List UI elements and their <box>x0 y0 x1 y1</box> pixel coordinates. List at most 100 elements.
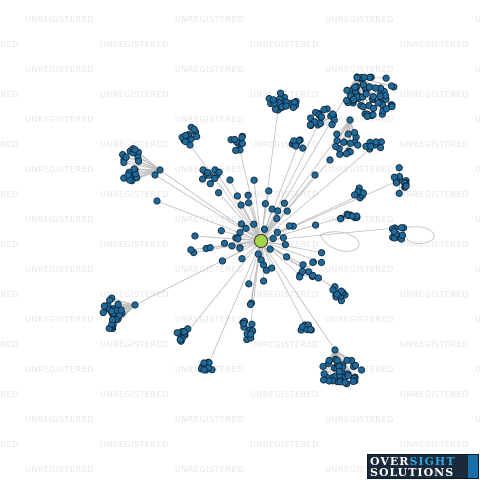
node <box>131 146 139 154</box>
node <box>204 168 212 177</box>
node <box>319 362 327 371</box>
node <box>100 302 108 310</box>
watermark-text: UNREGISTERED <box>400 240 469 249</box>
node <box>283 253 291 261</box>
node <box>236 244 244 252</box>
node <box>306 325 315 334</box>
edge <box>260 240 322 254</box>
node <box>344 372 352 380</box>
watermark-text: UNREGISTERED <box>175 215 244 224</box>
node <box>122 153 130 161</box>
node <box>232 146 240 155</box>
watermark-text: UNREGISTERED <box>100 390 169 399</box>
node <box>260 225 269 233</box>
node <box>320 106 328 114</box>
node <box>244 191 252 199</box>
node <box>254 250 262 258</box>
node <box>215 168 223 176</box>
node <box>276 89 285 97</box>
node <box>237 220 246 228</box>
node <box>320 370 328 378</box>
logo-over: OVER <box>370 455 410 468</box>
edge <box>218 192 262 242</box>
node <box>134 157 143 165</box>
node <box>351 361 360 369</box>
node <box>335 367 344 375</box>
watermark-text: UNREGISTERED <box>25 465 94 474</box>
node <box>200 359 208 367</box>
watermark-text: UNREGISTERED <box>175 315 244 324</box>
node <box>317 113 326 121</box>
node <box>326 156 334 164</box>
watermark-text: UNREGISTERED <box>25 315 94 324</box>
node <box>198 175 207 183</box>
watermark-text: UNREGISTERED <box>475 315 480 324</box>
node <box>397 224 406 232</box>
node <box>218 257 227 265</box>
watermark-text: UNREGISTERED <box>25 165 94 174</box>
node <box>187 246 195 254</box>
watermark-text: UNREGISTERED <box>100 90 169 99</box>
edges <box>103 76 435 384</box>
watermark-text: UNREGISTERED <box>25 115 94 124</box>
watermark-text: UNREGISTERED <box>0 190 19 199</box>
node <box>206 180 214 188</box>
watermark-text: UNREGISTERED <box>250 440 319 449</box>
node <box>298 267 306 276</box>
node <box>131 301 139 309</box>
node <box>317 249 326 257</box>
watermark-text: UNREGISTERED <box>0 290 19 299</box>
edge <box>111 297 136 306</box>
edge <box>134 168 161 171</box>
node <box>193 132 201 141</box>
watermark-text: UNREGISTERED <box>325 15 394 24</box>
watermark-text: UNREGISTERED <box>400 140 469 149</box>
edge <box>260 240 304 266</box>
watermark-text: UNREGISTERED <box>100 290 169 299</box>
node <box>226 176 234 184</box>
watermark-text: UNREGISTERED <box>100 440 169 449</box>
edge <box>156 200 262 242</box>
node <box>269 96 278 104</box>
edge <box>123 162 161 171</box>
node <box>244 199 253 207</box>
node <box>359 189 367 197</box>
edge <box>136 169 161 178</box>
nodes <box>99 73 410 388</box>
edge <box>260 179 401 242</box>
node <box>343 86 351 94</box>
edge <box>260 240 306 326</box>
node <box>246 300 255 309</box>
logo-solutions: SOLUTIONS <box>370 466 455 479</box>
node <box>329 110 337 118</box>
node <box>234 235 242 243</box>
node <box>250 220 258 228</box>
watermark-text: UNREGISTERED <box>400 190 469 199</box>
node <box>390 227 398 236</box>
node <box>331 346 339 354</box>
node <box>114 300 122 308</box>
node <box>108 307 116 315</box>
node <box>180 328 188 336</box>
node <box>156 166 164 174</box>
node <box>369 104 378 113</box>
node <box>376 92 384 100</box>
node <box>395 164 403 172</box>
watermark-text: UNREGISTERED <box>325 165 394 174</box>
watermark-text: UNREGISTERED <box>475 15 480 24</box>
node <box>349 95 358 104</box>
node <box>376 144 385 152</box>
watermark-text: UNREGISTERED <box>400 40 469 49</box>
watermark-text: UNREGISTERED <box>25 365 94 374</box>
node <box>214 189 223 197</box>
node <box>346 116 354 124</box>
node <box>99 308 107 317</box>
watermark-text: UNREGISTERED <box>0 440 19 449</box>
node <box>365 83 374 91</box>
node <box>273 214 281 223</box>
watermark-text: UNREGISTERED <box>475 265 480 274</box>
node <box>279 234 287 242</box>
node <box>268 264 276 272</box>
node <box>311 221 320 229</box>
